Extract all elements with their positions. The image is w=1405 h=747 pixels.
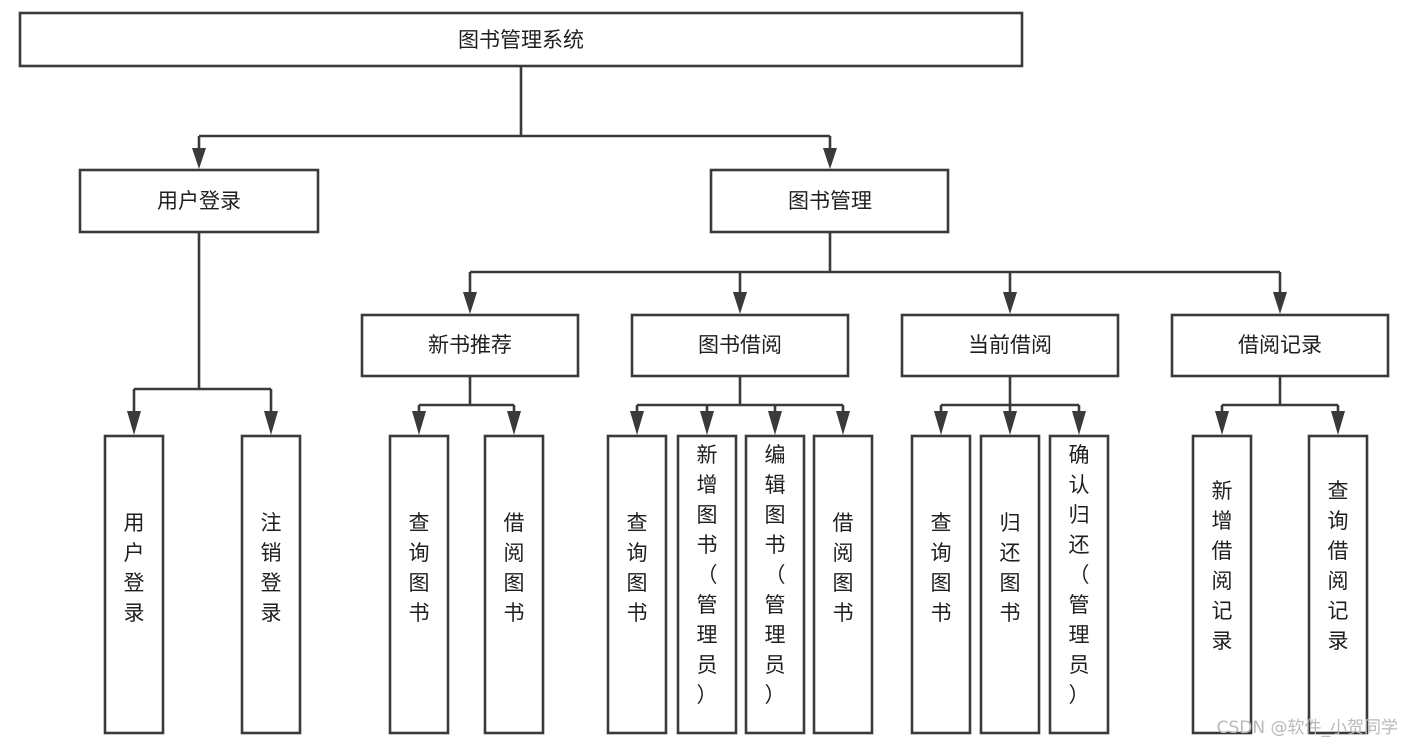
node-leaf-borrow-book-2[interactable]: 借阅图书 [812,434,874,735]
arrow-head-leaf-query-record [1331,411,1345,435]
node-leaf-edit-book[interactable]: 编辑图书（管理员） [744,434,806,735]
node-leaf-query-record-box[interactable] [1307,434,1369,735]
node-leaf-user-login[interactable]: 用户登录 [103,434,165,735]
node-leaf-user-login-label: 用户登录 [124,511,145,625]
node-leaf-query-book-1-label: 查询图书 [409,511,430,625]
node-borrow-record-label: 借阅记录 [1238,333,1322,357]
node-leaf-add-book-box[interactable] [676,434,738,735]
node-leaf-query-book-1-box[interactable] [388,434,450,735]
node-book-management-box[interactable] [709,168,950,234]
node-borrow-record-box[interactable] [1170,313,1390,378]
node-root[interactable]: 图书管理系统 [18,11,1024,68]
node-leaf-logout-label: 注销登录 [261,511,282,625]
node-leaf-query-book-2-label: 查询图书 [627,511,648,625]
node-new-book-recommend-box[interactable] [360,313,580,378]
node-root-box[interactable] [18,11,1024,68]
node-new-book-recommend-label: 新书推荐 [428,333,512,357]
node-leaf-add-book-label: 新增图书（管理员） [697,443,718,707]
node-leaf-borrow-book-1-box[interactable] [483,434,545,735]
arrow-head-leaf-add-record [1215,411,1229,435]
arrow-head-borrow-record [1273,292,1287,314]
node-leaf-confirm-return-box[interactable] [1048,434,1110,735]
node-leaf-add-book[interactable]: 新增图书（管理员） [676,434,738,735]
arrow-head-leaf-query-book-1 [412,411,426,435]
arrow-head-leaf-return-book [1003,411,1017,435]
arrow-head-user-login [192,148,206,169]
node-leaf-query-record-label: 查询借阅记录 [1328,479,1349,653]
node-leaf-query-book-3-box[interactable] [910,434,972,735]
node-current-borrow[interactable]: 当前借阅 [900,313,1120,378]
node-leaf-borrow-book-1-label: 借阅图书 [504,511,525,625]
node-leaf-user-login-box[interactable] [103,434,165,735]
node-user-login-box[interactable] [78,168,320,234]
arrow-head-new-book-recommend [463,292,477,314]
arrow-head-leaf-borrow-book-1 [507,411,521,435]
node-book-borrow-label: 图书借阅 [698,333,782,357]
node-leaf-borrow-book-2-label: 借阅图书 [833,511,854,625]
node-leaf-return-book-label: 归还图书 [1000,511,1021,625]
node-leaf-return-book[interactable]: 归还图书 [979,434,1041,735]
arrow-head-leaf-borrow-book-2 [836,411,850,435]
arrow-head-leaf-query-book-2 [630,411,644,435]
node-leaf-query-book-1[interactable]: 查询图书 [388,434,450,735]
node-leaf-query-book-3[interactable]: 查询图书 [910,434,972,735]
node-book-borrow[interactable]: 图书借阅 [630,313,850,378]
arrow-head-book-borrow [733,292,747,314]
arrow-head-leaf-query-book-3 [934,411,948,435]
node-leaf-confirm-return-label: 确认归还（管理员） [1069,443,1090,707]
node-borrow-record[interactable]: 借阅记录 [1170,313,1390,378]
arrow-head-current-borrow [1003,292,1017,314]
node-book-management-label: 图书管理 [788,189,872,213]
watermark: CSDN @软件_小贺同学 [1217,718,1398,738]
node-leaf-query-book-2-box[interactable] [606,434,668,735]
arrow-head-book-management [823,148,837,169]
arrow-head-leaf-confirm-return [1072,411,1086,435]
arrow-head-leaf-logout [264,411,278,435]
arrow-head-leaf-add-book [700,411,714,435]
node-user-login-label: 用户登录 [157,189,241,213]
node-current-borrow-label: 当前借阅 [968,333,1052,357]
node-leaf-edit-book-box[interactable] [744,434,806,735]
node-leaf-add-record[interactable]: 新增借阅记录 [1191,434,1253,735]
node-new-book-recommend[interactable]: 新书推荐 [360,313,580,378]
node-leaf-logout-box[interactable] [240,434,302,735]
node-leaf-query-book-2[interactable]: 查询图书 [606,434,668,735]
node-leaf-borrow-book-2-box[interactable] [812,434,874,735]
node-current-borrow-box[interactable] [900,313,1120,378]
node-leaf-borrow-book-1[interactable]: 借阅图书 [483,434,545,735]
node-leaf-return-book-box[interactable] [979,434,1041,735]
node-leaf-edit-book-label: 编辑图书（管理员） [765,443,786,707]
node-leaf-confirm-return[interactable]: 确认归还（管理员） [1048,434,1110,735]
node-leaf-add-record-box[interactable] [1191,434,1253,735]
node-leaf-add-record-label: 新增借阅记录 [1212,479,1233,653]
node-root-label: 图书管理系统 [458,28,584,52]
arrow-head-leaf-edit-book [768,411,782,435]
node-book-borrow-box[interactable] [630,313,850,378]
node-user-login[interactable]: 用户登录 [78,168,320,234]
node-leaf-logout[interactable]: 注销登录 [240,434,302,735]
node-leaf-query-record[interactable]: 查询借阅记录 [1307,434,1369,735]
connector-layer [127,66,1345,435]
node-book-management[interactable]: 图书管理 [709,168,950,234]
node-leaf-query-book-3-label: 查询图书 [931,511,952,625]
arrow-head-leaf-user-login [127,411,141,435]
